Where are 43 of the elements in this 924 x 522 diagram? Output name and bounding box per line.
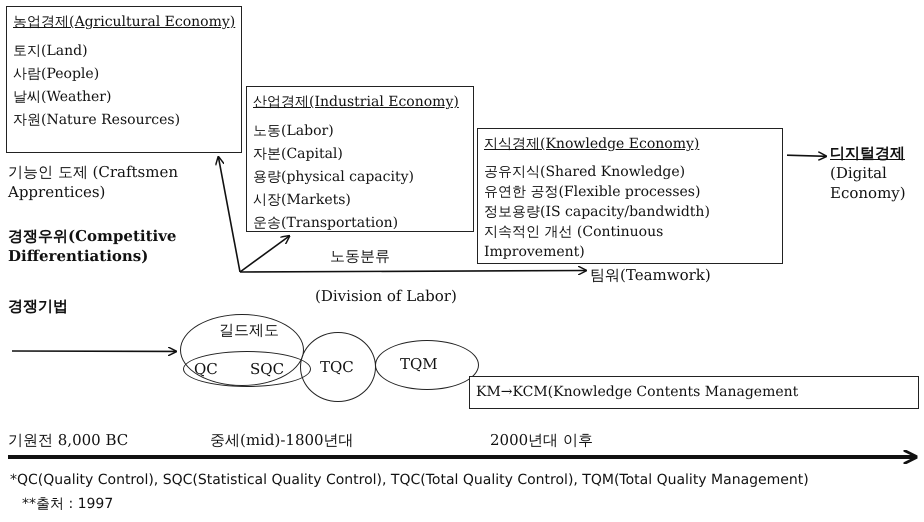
list-item: 정보용량(IS capacity/bandwidth) xyxy=(484,203,711,222)
economy-box xyxy=(246,86,474,232)
timeline-label: 기원전 8,000 BC xyxy=(8,430,128,450)
ellipse-label: TQM xyxy=(400,355,438,373)
list-item: 토지(Land) xyxy=(13,42,89,61)
footnote: *QC(Quality Control), SQC(Statistical Quality Control), TQC(Total Quality Control), TQM(Total Quality Management) xyxy=(10,471,809,490)
list-item: 노동(Labor) xyxy=(253,122,335,141)
arrow xyxy=(240,265,588,276)
text-label: 팀워(Teamwork) xyxy=(590,265,712,285)
list-item: 공유지식(Shared Knowledge) xyxy=(484,163,686,182)
text-label: (Division of Labor) xyxy=(315,286,457,306)
list-item: 날씨(Weather) xyxy=(13,88,112,107)
footnote: **출처 : 1997 xyxy=(22,495,114,514)
text-box xyxy=(469,376,919,409)
list-item: 유연한 공정(Flexible processes) xyxy=(484,183,702,202)
text-label: 디지털경제 xyxy=(830,143,906,163)
box-heading: 농업경제(Agricultural Economy) xyxy=(13,13,235,32)
list-item: 지속적인 개선 (Continuous Improvement) xyxy=(484,223,664,262)
timeline-label: 중세(mid)-1800년대 xyxy=(210,430,354,450)
ellipse xyxy=(300,332,376,402)
text-label: 경쟁우위(Competitive Differentiations) xyxy=(8,226,178,266)
ellipse-label: 길드제도 xyxy=(219,321,279,340)
text-label: (Digital Economy) xyxy=(830,163,907,203)
list-item: 자원(Nature Resources) xyxy=(13,111,182,130)
timeline-label: 2000년대 이후 xyxy=(490,430,593,450)
list-item: 시장(Markets) xyxy=(253,191,352,210)
box-text: KM→KCM(Knowledge Contents Management xyxy=(476,383,800,402)
ellipse-label: TQC xyxy=(320,358,354,376)
list-item: 자본(Capital) xyxy=(253,145,344,164)
text-label: 기능인 도제 (Craftsmen Apprentices) xyxy=(8,162,180,202)
ellipse-label: SQC xyxy=(250,360,284,378)
box-heading: 산업경제(Industrial Economy) xyxy=(253,93,460,112)
list-item: 운송(Transportation) xyxy=(253,214,400,233)
arrow xyxy=(214,155,241,272)
arrow xyxy=(786,150,828,162)
ellipse-label: QC xyxy=(194,360,218,378)
economy-box xyxy=(6,6,242,153)
economy-box xyxy=(477,128,783,264)
list-item: 사람(People) xyxy=(13,65,100,84)
arrow xyxy=(240,234,291,273)
ellipse xyxy=(183,351,311,387)
box-heading: 지식경제(Knowledge Economy) xyxy=(484,135,700,154)
list-item: 용량(physical capacity) xyxy=(253,168,415,187)
